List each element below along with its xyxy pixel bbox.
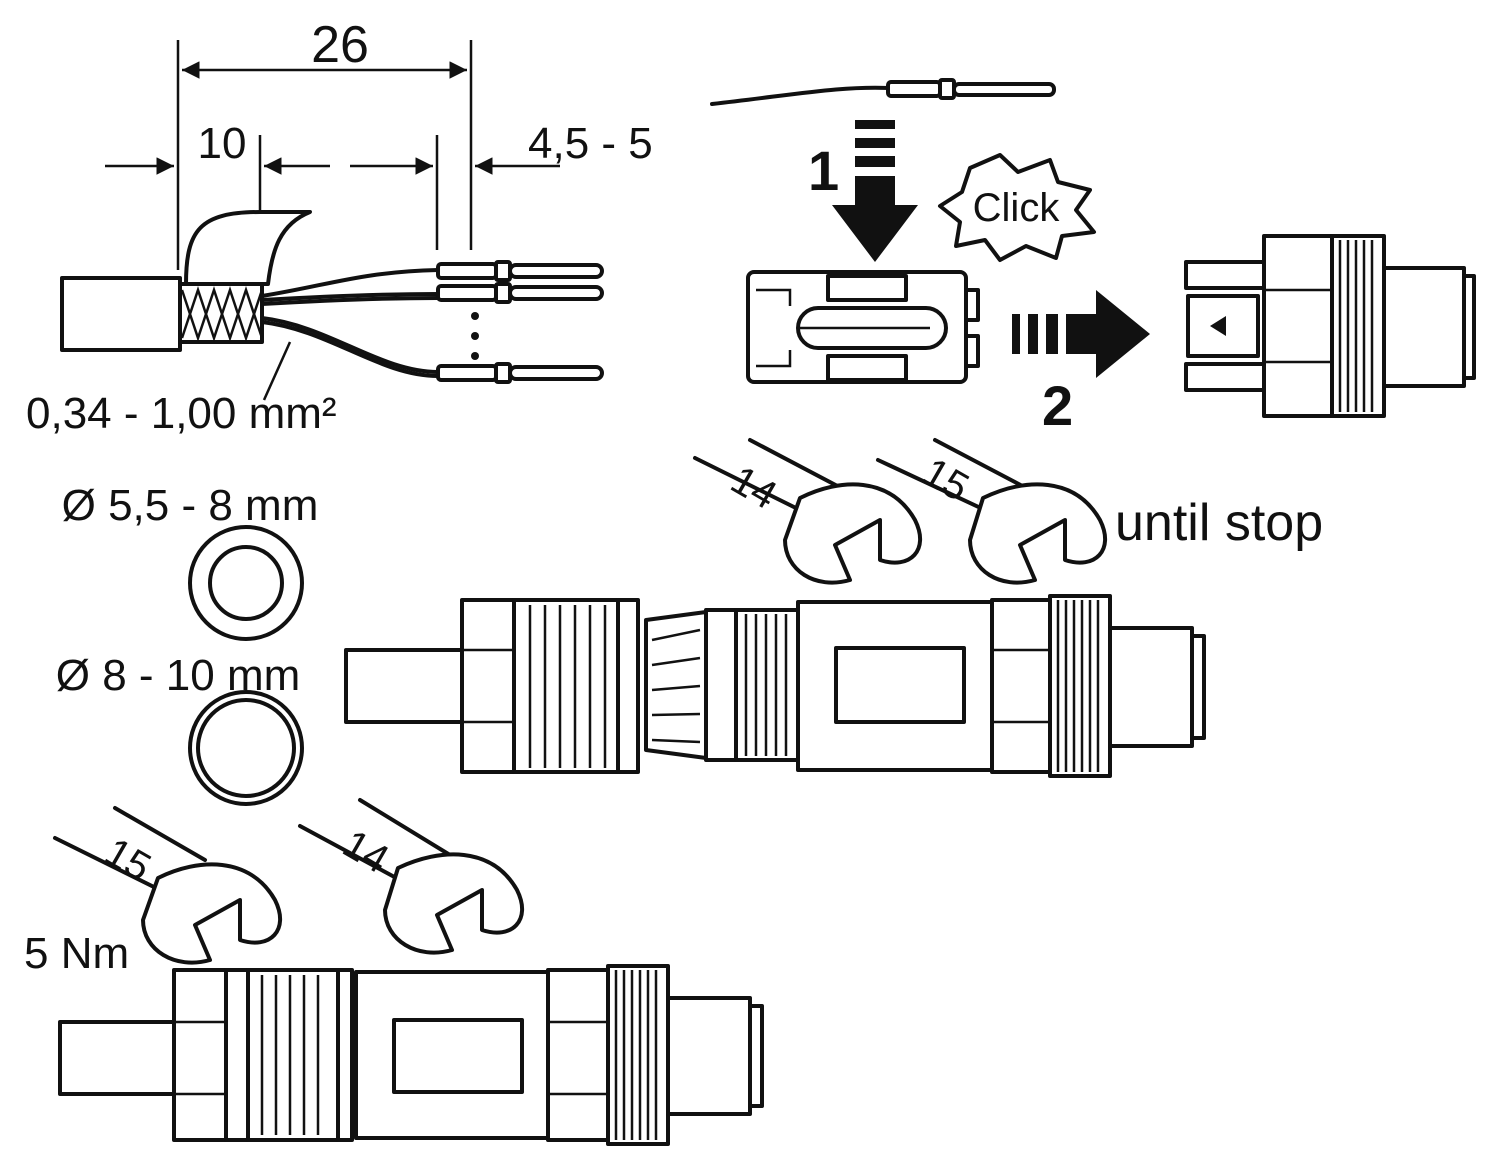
seal-small [188, 525, 304, 641]
connector-partially-assembled [344, 594, 1206, 778]
until-stop-label: until stop [1115, 494, 1323, 552]
cross-section-leader [262, 341, 292, 401]
contact-carrier [746, 270, 980, 384]
contact-pins [436, 260, 604, 384]
wrench-15-top: 15 [876, 438, 1107, 585]
wrench-15-bottom-size: 15 [98, 830, 159, 890]
dim-total-label: 26 [311, 16, 369, 74]
dim-shield-label: 10 [198, 119, 247, 168]
cross-section-label: 0,34 - 1,00 mm² [26, 389, 337, 438]
torque-label: 5 Nm [24, 929, 129, 978]
connector-insert-assembled [1184, 234, 1476, 418]
seal-small-label: Ø 5,5 - 8 mm [62, 481, 319, 530]
step-1-label: 1 [808, 139, 839, 202]
wrench-14-top: 14 [693, 438, 922, 585]
connector-fully-assembled [58, 964, 764, 1146]
click-text: Click [973, 186, 1061, 230]
dimension-lines [105, 40, 560, 270]
contact-wire [710, 78, 1056, 106]
insert-down-arrow [832, 120, 918, 262]
dim-crimp-label: 4,5 - 5 [528, 119, 653, 168]
click-burst [938, 153, 1096, 262]
seal-large [188, 690, 304, 806]
wrench-14-bottom: 14 [298, 798, 524, 955]
stripped-cable [60, 210, 604, 384]
wrench-14-top-size: 14 [724, 458, 785, 518]
push-right-arrow [1012, 290, 1150, 378]
seal-large-label: Ø 8 - 10 mm [56, 651, 301, 700]
step-2-label: 2 [1042, 374, 1073, 437]
